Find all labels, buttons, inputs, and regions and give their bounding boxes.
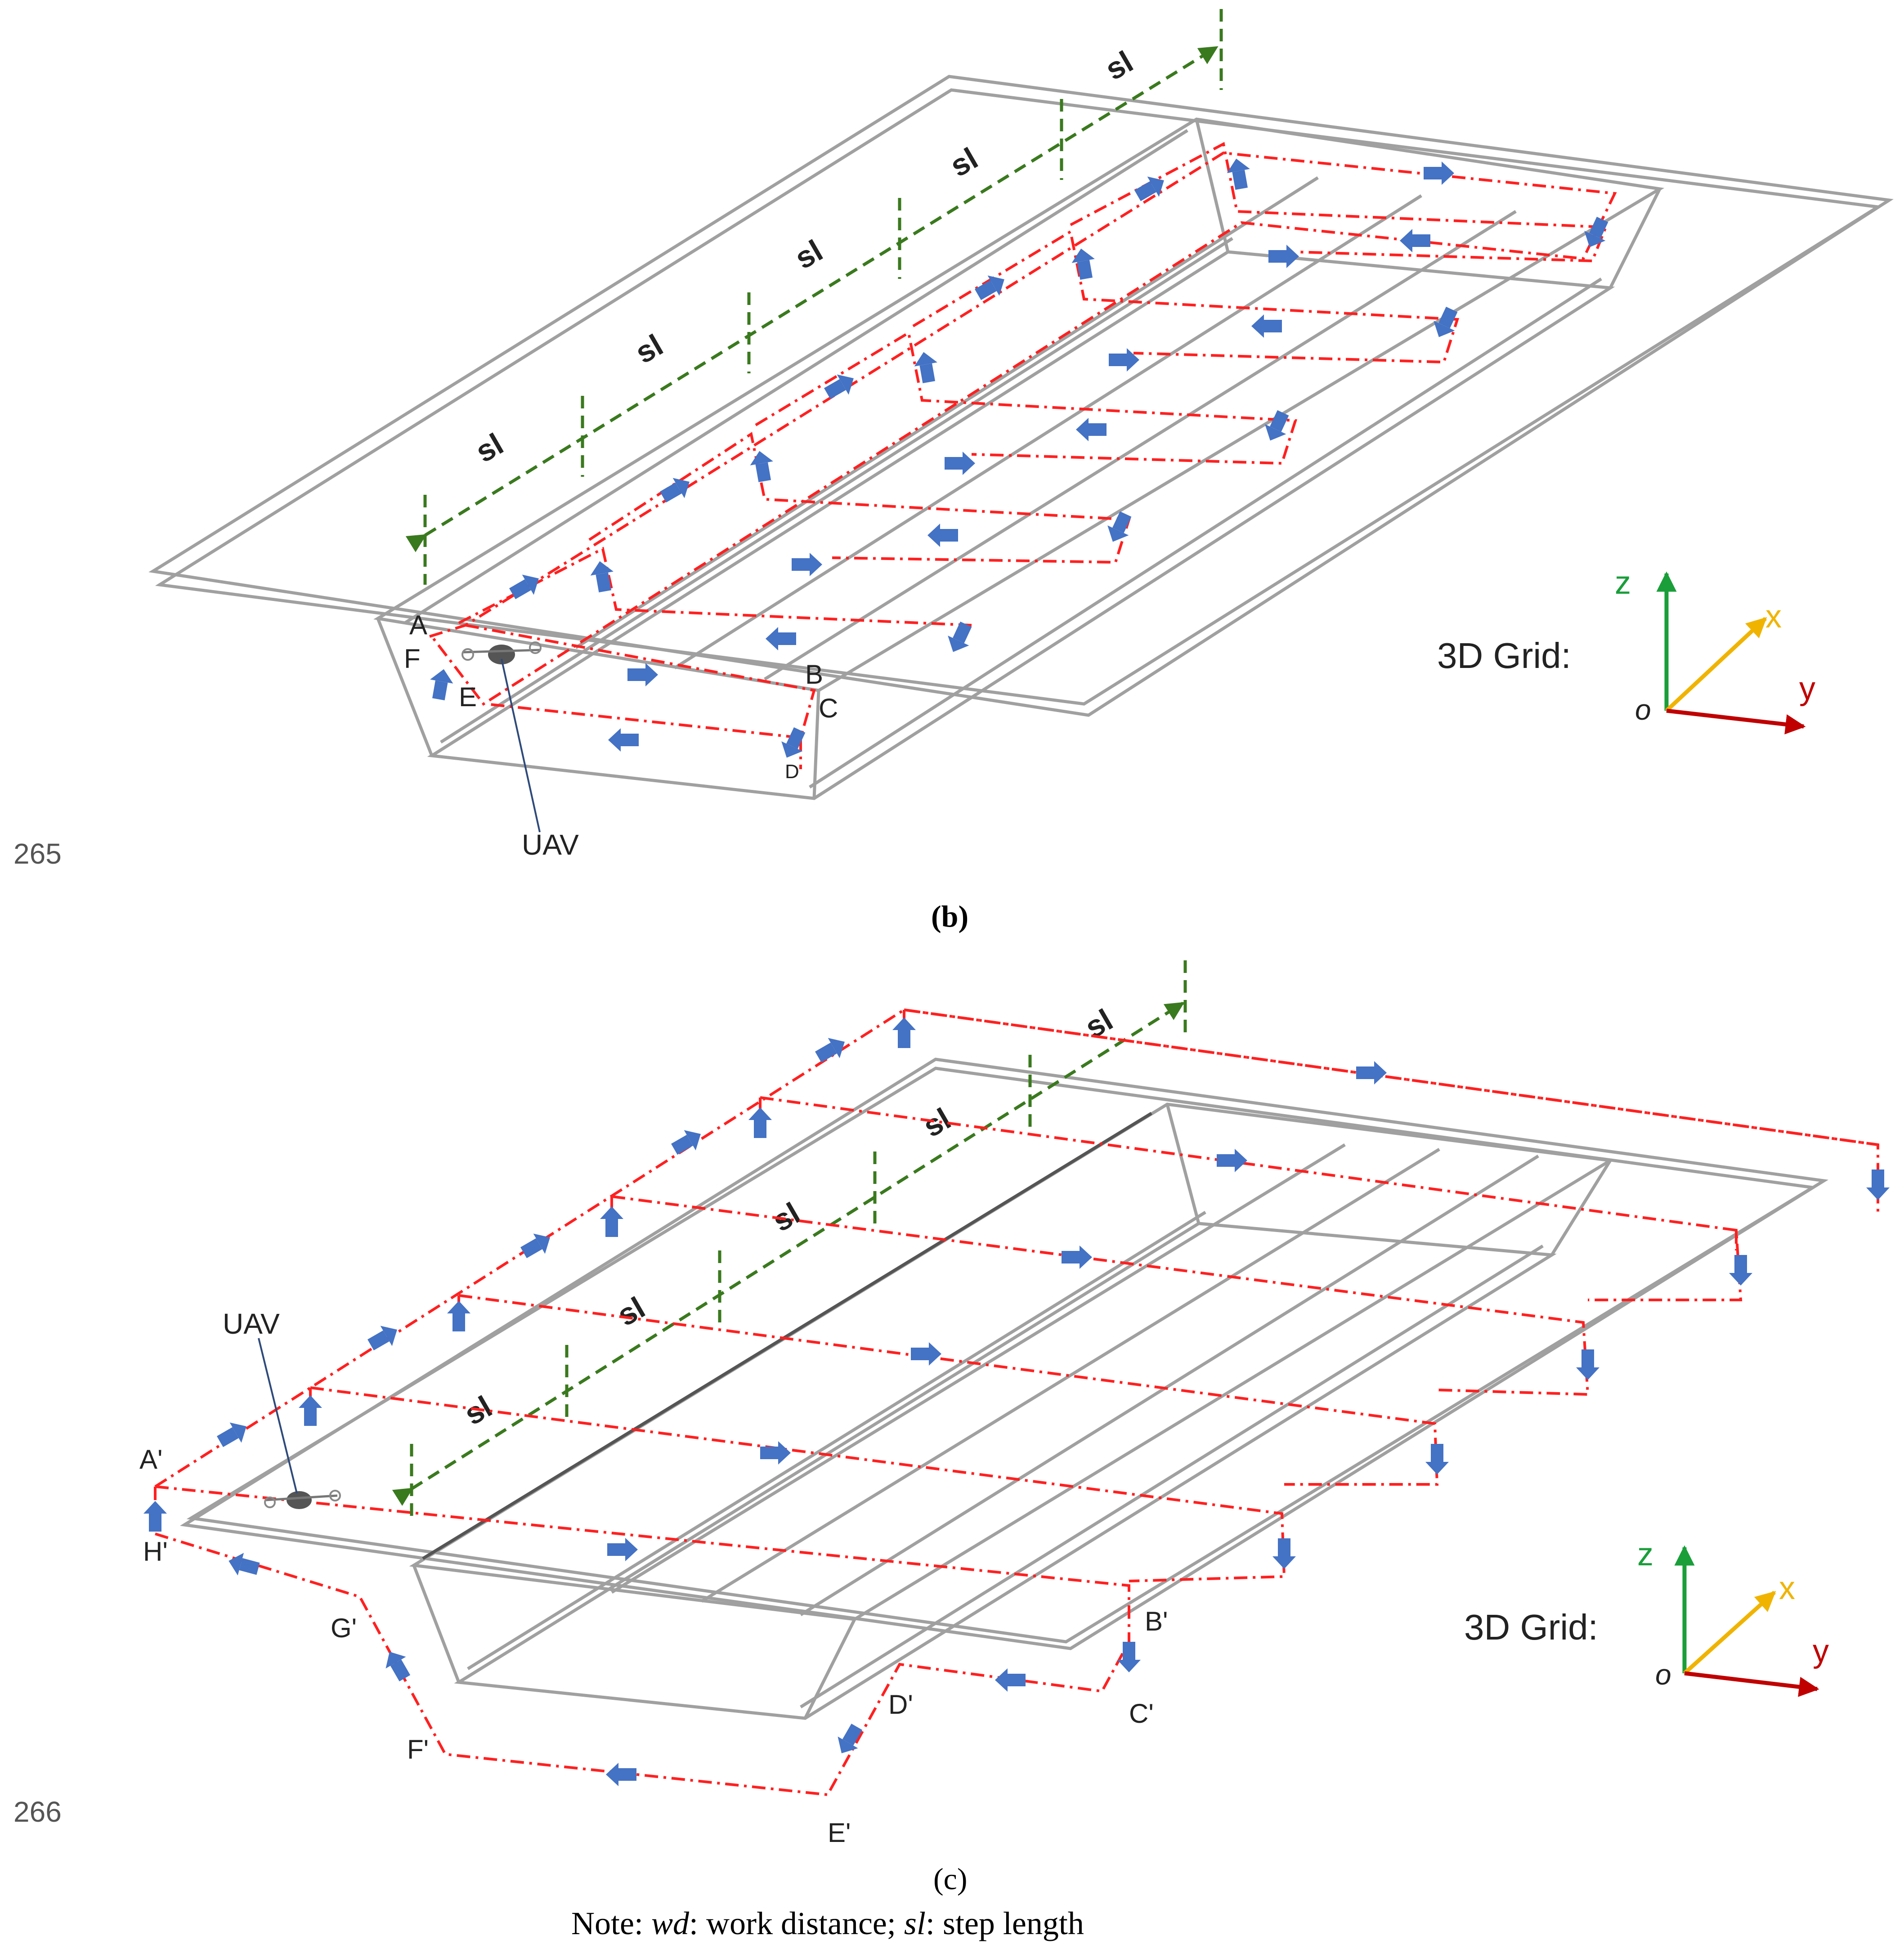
panel-b: sl sl sl sl sl — [13, 9, 1894, 933]
step-label: sl — [470, 427, 509, 469]
step-label: sl — [945, 141, 984, 184]
axis-legend-b: 3D Grid: z x y o — [1437, 565, 1815, 735]
axis-legend-c: 3D Grid: z x y o — [1464, 1537, 1829, 1697]
note-wd: wd — [651, 1905, 690, 1941]
axis-y-label: y — [1799, 671, 1815, 707]
bridge-structure-b — [148, 75, 1894, 800]
direction-arrows-b — [430, 158, 1608, 758]
step-label: sl — [630, 328, 669, 370]
line-number: 266 — [13, 1796, 62, 1828]
point-label-a-prime: A' — [139, 1444, 162, 1474]
uav-label: UAV — [223, 1308, 280, 1340]
caption-c: (c) — [933, 1862, 967, 1896]
point-label-h-prime: H' — [143, 1537, 168, 1567]
note-sl: sl — [904, 1905, 926, 1941]
axis-z-label: z — [1637, 1537, 1653, 1573]
note-wd-def: : work distance; — [689, 1905, 904, 1941]
axis-z-label: z — [1615, 565, 1631, 601]
point-label-d-prime: D' — [888, 1689, 913, 1720]
point-labels-b: A F E B C D — [404, 610, 838, 783]
point-label-g-prime: G' — [331, 1613, 357, 1643]
point-label-d: D — [785, 761, 799, 783]
note-sl-def: : step length — [926, 1905, 1084, 1941]
note-prefix: Note: — [571, 1905, 651, 1941]
point-label-e: E — [459, 682, 477, 712]
uav-icon — [461, 641, 542, 833]
direction-arrows-c — [143, 1017, 1890, 1786]
axis-y-label: y — [1813, 1633, 1829, 1669]
line-number: 265 — [13, 838, 62, 870]
point-label-c: C — [819, 693, 838, 723]
step-dimension-b — [405, 9, 1223, 585]
grid-label: 3D Grid: — [1464, 1607, 1598, 1647]
axis-x-label: x — [1779, 1570, 1795, 1606]
point-label-b: B — [805, 659, 823, 690]
point-label-b-prime: B' — [1145, 1606, 1168, 1636]
axis-origin-label: o — [1655, 1658, 1671, 1691]
step-label: sl — [1100, 45, 1139, 87]
point-labels-c: A' H' G' F' E' D' C' B' — [139, 1444, 1168, 1848]
caption-b: (b) — [931, 899, 968, 933]
step-label: sl — [612, 1290, 651, 1333]
point-label-f-prime: F' — [407, 1734, 429, 1765]
panel-c: sl sl sl sl sl — [13, 960, 1890, 1941]
uav-label: UAV — [522, 829, 579, 861]
step-dimension-c — [392, 960, 1187, 1520]
uav-icon — [258, 1338, 341, 1509]
axis-origin-label: o — [1635, 694, 1651, 726]
axis-x-label: x — [1765, 599, 1782, 635]
point-label-a: A — [409, 610, 427, 640]
point-label-c-prime: C' — [1129, 1698, 1154, 1729]
grid-label: 3D Grid: — [1437, 636, 1571, 676]
point-label-f: F — [404, 644, 421, 674]
step-label: sl — [789, 233, 829, 276]
step-labels-c: sl sl sl sl sl — [459, 1003, 1119, 1432]
figure-note: Note: wd: work distance; sl: step length — [571, 1905, 1084, 1941]
point-label-e-prime: E' — [828, 1818, 851, 1848]
